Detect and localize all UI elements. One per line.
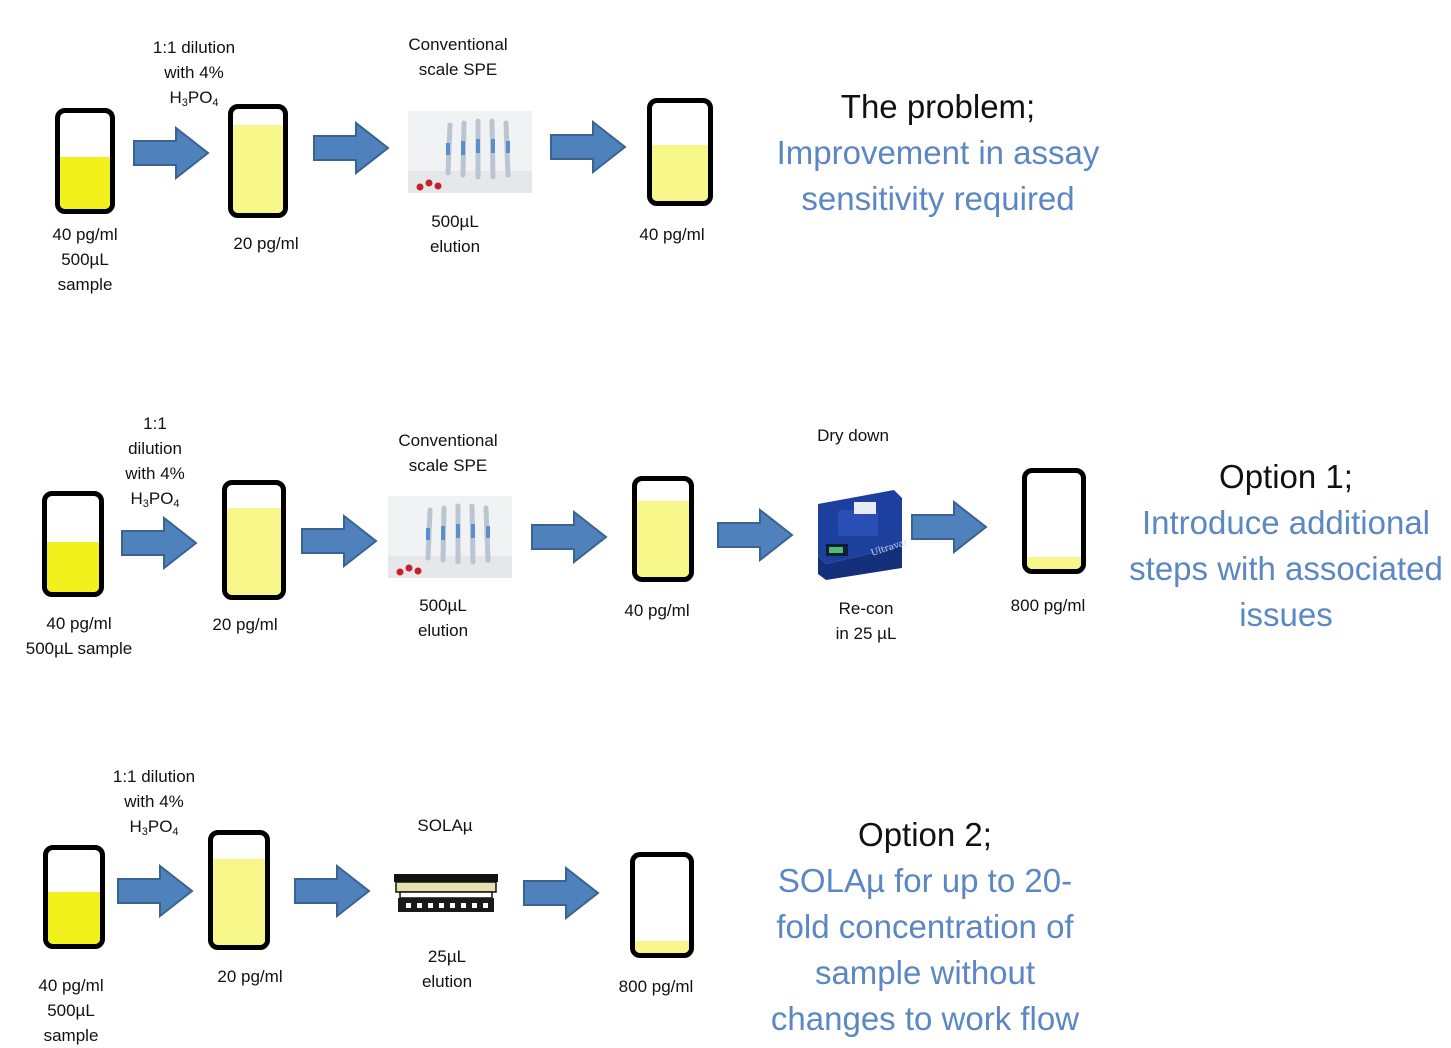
row2-sample-vial — [42, 491, 104, 597]
row2-heading-block: Option 1; Introduce additional steps wit… — [1121, 454, 1451, 638]
row3-arrow-1 — [117, 865, 193, 917]
row2-elution-label: 500µL elution — [417, 596, 469, 640]
row3-dilution-step-label: 1:1 dilution with 4% H3PO4 — [100, 764, 208, 839]
row3-concentrate-vial — [630, 852, 694, 958]
row2-drydown-label: Dry down — [817, 426, 889, 445]
row2-concentrate-vial — [1022, 468, 1086, 574]
row2-spe-cartridges-image — [388, 496, 512, 578]
row1-vial1-label: 40 pg/ml 500µL sample — [52, 225, 118, 294]
row2-arrow-4 — [717, 509, 793, 561]
row3-sample-vial — [43, 845, 105, 949]
row1-arrow-2 — [313, 122, 389, 174]
sample-fill — [60, 157, 110, 209]
row1-vial2-label: 20 pg/ml — [233, 234, 299, 253]
diluted-fill — [213, 859, 265, 945]
row3-vial2-label: 20 pg/ml — [217, 967, 283, 986]
row2-arrow-1 — [121, 517, 197, 569]
option2-heading: Option 2; — [858, 816, 992, 853]
row2-arrow-2 — [301, 515, 377, 567]
row3-heading-block: Option 2; SOLAµ for up to 20- fold conce… — [752, 812, 1098, 1042]
sample-fill — [47, 542, 99, 592]
row2-arrow-5 — [911, 501, 987, 553]
diluted-fill — [233, 125, 283, 213]
row1-arrow-3 — [550, 121, 626, 173]
row2-dilution-step-label: 1:1 dilution with 4% H3PO4 — [112, 411, 198, 511]
row2-eluate-vial — [632, 476, 694, 582]
row3-elution-label: 25µL elution — [421, 947, 473, 991]
sample-fill — [48, 892, 100, 944]
row2-diluted-vial — [222, 480, 286, 600]
chem-formula: H3PO4 — [130, 489, 180, 510]
solamu-plate-icon — [394, 874, 498, 912]
row1-dilution-step-label: 1:1 dilution with 4% H3PO4 — [140, 35, 248, 110]
row1-spe-cartridges-image — [408, 111, 532, 193]
row2-vial1-label: 40 pg/ml 500µL sample — [25, 614, 133, 658]
row1-diluted-vial — [228, 104, 288, 218]
row1-spe-step-label: Conventional scale SPE — [408, 35, 508, 79]
row1-sample-vial — [55, 108, 115, 214]
diluted-fill — [227, 508, 281, 595]
row2-arrow-3 — [531, 511, 607, 563]
row1-arrow-1 — [133, 127, 209, 179]
row1-vial3-label: 40 pg/ml — [639, 225, 705, 244]
chem-formula: H3PO4 — [169, 88, 219, 109]
row3-vial1-label: 40 pg/ml 500µL sample — [38, 976, 104, 1045]
option2-subheading: SOLAµ for up to 20- — [777, 862, 1073, 899]
eluate-fill — [652, 145, 708, 201]
row3-vial3-label: 800 pg/ml — [618, 977, 694, 996]
drydown-device-image: Ultravap — [810, 476, 906, 582]
row2-vial3-label: 40 pg/ml — [624, 601, 690, 620]
concentrate-fill — [635, 941, 689, 953]
row3-arrow-3 — [523, 867, 599, 919]
row1-heading-block: The problem; Improvement in assay sensit… — [760, 84, 1116, 222]
row3-arrow-2 — [294, 865, 370, 917]
option1-subheading: Introduce additional — [1141, 504, 1431, 541]
row2-vial4-label: 800 pg/ml — [1010, 596, 1086, 615]
row2-vial2-label: 20 pg/ml — [212, 615, 278, 634]
chem-formula: H3PO4 — [129, 817, 179, 838]
row3-diluted-vial — [208, 830, 270, 950]
row1-elution-label: 500µL elution — [429, 212, 481, 256]
problem-heading: The problem; — [840, 88, 1036, 125]
eluate-fill — [637, 501, 689, 577]
concentrate-fill — [1027, 557, 1081, 569]
row3-sola-label: SOLAµ — [417, 816, 473, 835]
option1-heading: Option 1; — [1219, 458, 1353, 495]
row1-eluate-vial — [647, 98, 713, 206]
row2-spe-step-label: Conventional scale SPE — [398, 431, 498, 475]
row2-recon-label: Re-con in 25 µL — [835, 599, 897, 643]
problem-subheading: Improvement in assay — [776, 134, 1100, 171]
